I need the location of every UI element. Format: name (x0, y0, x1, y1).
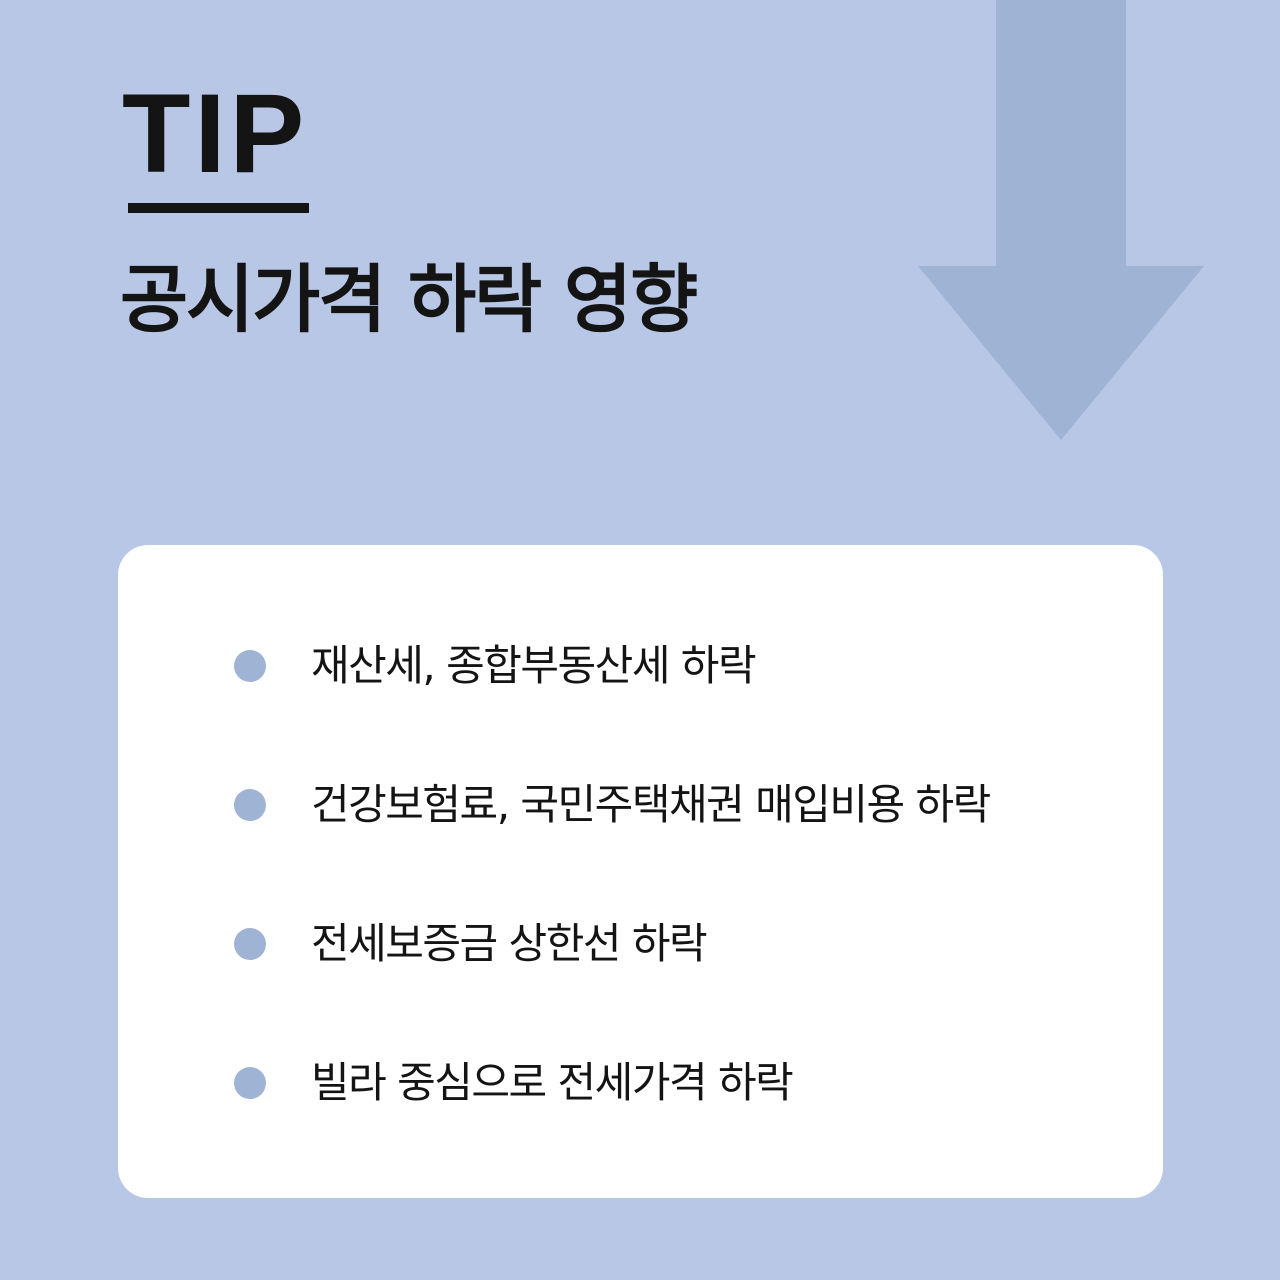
tip-underline (128, 203, 309, 213)
list-item: 재산세, 종합부동산세 하락 (118, 636, 1163, 696)
bullet-dot-icon (234, 1067, 266, 1099)
list-item: 빌라 중심으로 전세가격 하락 (118, 1053, 1163, 1113)
list-item-text: 전세보증금 상한선 하락 (311, 919, 708, 968)
bullet-dot-icon (234, 650, 266, 682)
info-card: 재산세, 종합부동산세 하락 건강보험료, 국민주택채권 매입비용 하락 전세보… (118, 545, 1163, 1198)
page-title: 공시가격 하락 영향 (120, 257, 698, 343)
bullet-dot-icon (234, 928, 266, 960)
bullet-dot-icon (234, 789, 266, 821)
list-item-text: 건강보험료, 국민주택채권 매입비용 하락 (311, 780, 991, 829)
tip-label: TIP (122, 71, 309, 196)
list-item-text: 빌라 중심으로 전세가격 하락 (311, 1058, 794, 1107)
list-item: 전세보증금 상한선 하락 (118, 914, 1163, 974)
list-item-text: 재산세, 종합부동산세 하락 (311, 641, 757, 690)
list-item: 건강보험료, 국민주택채권 매입비용 하락 (118, 775, 1163, 835)
